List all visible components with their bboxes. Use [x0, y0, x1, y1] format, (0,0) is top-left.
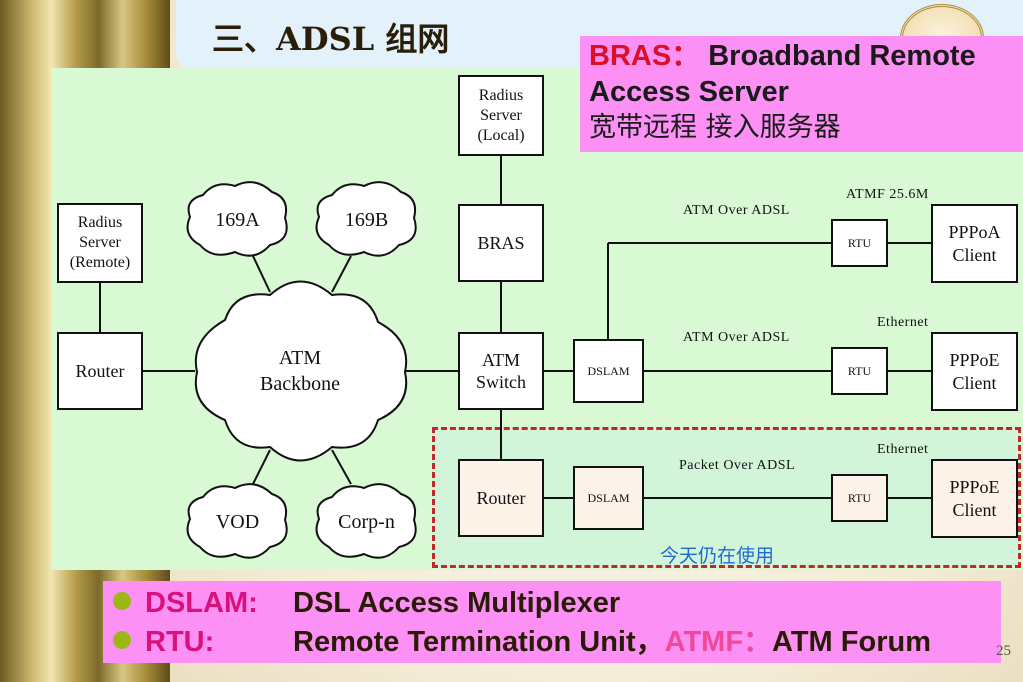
legend-definition-group: Remote Termination Unit，ATMF：ATM Forum — [293, 626, 931, 658]
legend-extra-term: ATMF： — [664, 626, 773, 658]
rtu-bottom: RTU — [831, 474, 888, 522]
atm-backbone-cloud — [194, 280, 408, 462]
cloud-corp — [315, 483, 417, 559]
packet-over-adsl-label: Packet Over ADSL — [679, 458, 796, 473]
router-bottom: Router — [458, 459, 544, 537]
atm-over-adsl-middle-label: ATM Over ADSL — [683, 330, 790, 345]
dslam-bottom: DSLAM — [573, 466, 644, 530]
atm-over-adsl-top-label: ATM Over ADSL — [683, 203, 790, 218]
cloud-vod — [186, 483, 288, 559]
cloud-169b — [315, 181, 417, 257]
router-left: Router — [57, 332, 143, 410]
legend-term: DSLAM: — [145, 587, 258, 619]
pppoe-client-middle: PPPoE Client — [931, 332, 1018, 411]
callout-definition-en: Broadband Remote Access Server — [589, 40, 976, 108]
atm-switch: ATM Switch — [458, 332, 544, 410]
cloud-vod-label: VOD — [215, 511, 260, 533]
page-number: 25 — [996, 643, 1011, 659]
legend-term: RTU: — [145, 626, 215, 658]
legend-definition: DSL Access Multiplexer — [293, 587, 621, 619]
bullet-icon — [113, 631, 131, 650]
ethernet-bottom-label: Ethernet — [877, 442, 929, 457]
bras-node: BRAS — [458, 204, 544, 282]
link-169a-backbone — [252, 255, 271, 293]
legend-row-rtu: RTU: Remote Termination Unit，ATMF：ATM For… — [113, 623, 1001, 662]
radius-server-local: Radius Server (Local) — [458, 75, 544, 156]
legend-extra-definition: ATM Forum — [772, 626, 931, 658]
bullet-icon — [113, 592, 131, 611]
rtu-top: RTU — [831, 219, 888, 267]
callout-term: BRAS： — [589, 40, 701, 72]
rtu-middle: RTU — [831, 347, 888, 395]
cloud-corp-label: Corp-n — [338, 511, 395, 533]
link-169b-backbone — [331, 255, 352, 293]
cloud-169b-label: 169B — [344, 209, 389, 231]
pppoe-client-bottom: PPPoE Client — [931, 459, 1018, 538]
cloud-169a — [186, 181, 288, 257]
callout-definition-zh: 宽带远程 接入服务器 — [589, 112, 841, 143]
cloud-169a-label: 169A — [215, 209, 260, 231]
still-in-use-note: 今天仍在使用 — [660, 545, 775, 567]
abbreviation-legend: DSLAM: DSL Access Multiplexer RTU: Remote … — [103, 581, 1001, 663]
legend-definition: Remote Termination Unit， — [293, 626, 665, 658]
bras-definition-callout: BRAS： Broadband Remote Access Server 宽带远… — [580, 36, 1023, 152]
link-backbone-corp — [331, 449, 352, 485]
slide-title: 三、ADSL 组网 — [212, 20, 450, 58]
link-backbone-vod — [252, 449, 271, 485]
pppoa-client: PPPoA Client — [931, 204, 1018, 283]
legend-row-dslam: DSLAM: DSL Access Multiplexer — [113, 584, 1001, 623]
dslam-middle: DSLAM — [573, 339, 644, 403]
radius-server-remote: Radius Server (Remote) — [57, 203, 143, 283]
atm-backbone-label: ATM Backbone — [260, 347, 340, 395]
ethernet-middle-label: Ethernet — [877, 315, 929, 330]
atmf-label: ATMF 25.6M — [846, 187, 929, 202]
